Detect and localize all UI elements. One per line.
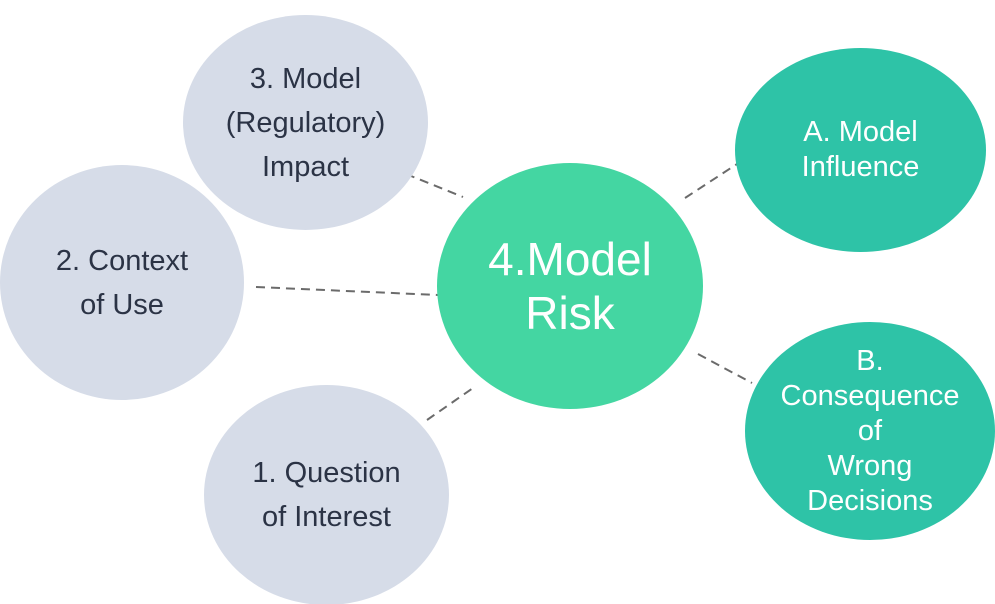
node-label: A. Model Influence [801,116,920,183]
connector-risk-to-consequence [697,353,753,384]
connector-context-to-risk [255,286,439,296]
connector-impact-to-risk [405,173,464,198]
connector-question-to-risk [426,387,474,421]
node-model-risk-center: 4.Model Risk [437,163,703,409]
node-label: 3. Model (Regulatory) Impact [225,62,386,183]
center-label: 4.Model Risk [488,233,652,339]
node-question-of-interest: 1. Question of Interest [204,385,449,604]
node-consequence-of-wrong-decisions: B. Consequence of Wrong Decisions [745,322,995,540]
node-label: 2. Context of Use [55,244,189,321]
node-model-regulatory-impact: 3. Model (Regulatory) Impact [183,15,428,230]
node-model-influence: A. Model Influence [735,48,986,252]
connector-risk-to-influence [684,163,738,199]
node-label: B. Consequence of Wrong Decisions [780,344,960,517]
node-label: 1. Question of Interest [252,457,401,533]
node-context-of-use: 2. Context of Use [0,165,244,400]
